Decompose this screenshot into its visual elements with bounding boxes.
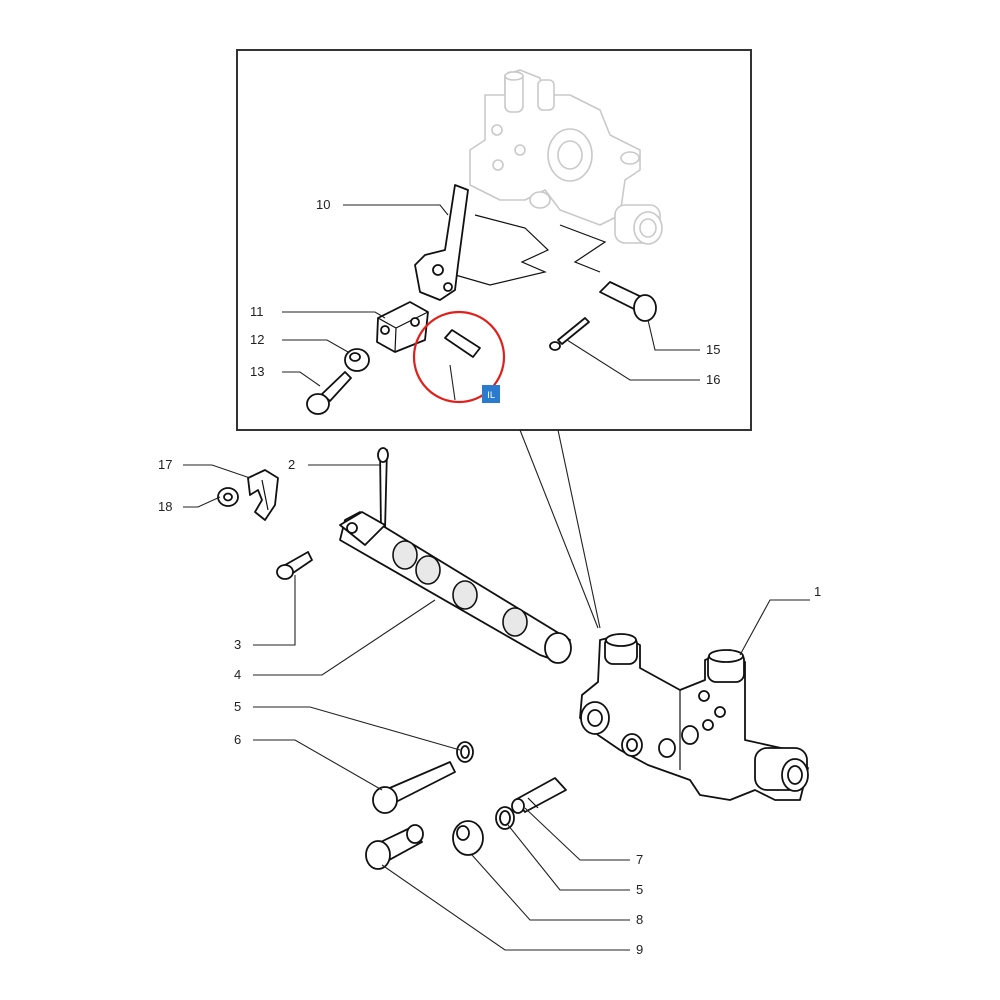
callout-1: 1 — [814, 584, 821, 599]
part-o-ring-5-lower — [495, 806, 515, 830]
callout-18: 18 — [158, 499, 172, 514]
part-o-ring-5-upper — [456, 741, 474, 763]
callout-12: 12 — [250, 332, 264, 347]
part-lever-10 — [414, 184, 469, 301]
callout-5-upper: 5 — [234, 699, 241, 714]
link-badge[interactable]: IL — [482, 385, 500, 403]
part-fork-11 — [376, 301, 429, 353]
callout-11: 11 — [250, 304, 264, 319]
part-bolt-6 — [372, 761, 456, 814]
callout-8: 8 — [636, 912, 643, 927]
callout-2: 2 — [288, 457, 295, 472]
callout-17: 17 — [158, 457, 172, 472]
callout-labels: 10 11 12 13 15 16 17 18 2 3 4 1 5 6 7 5 … — [158, 197, 821, 957]
callout-4: 4 — [234, 667, 241, 682]
link-badge-label: IL — [487, 391, 495, 401]
callout-3: 3 — [234, 637, 241, 652]
part-spool-4 — [339, 511, 572, 664]
callout-10: 10 — [316, 197, 330, 212]
part-split-pin-16 — [549, 317, 590, 351]
part-washer-18 — [217, 487, 239, 507]
part-bolt-15 — [599, 281, 657, 322]
callout-15: 15 — [706, 342, 720, 357]
leader-lines — [183, 204, 810, 951]
callout-16: 16 — [706, 372, 720, 387]
valve-body-ghost — [469, 69, 663, 245]
part-plunger-7 — [511, 777, 567, 814]
callout-13: 13 — [250, 364, 264, 379]
part-bracket-17 — [247, 469, 279, 521]
inset-gaskets — [444, 214, 607, 286]
callout-5-lower: 5 — [636, 882, 643, 897]
part-cap-nut-8 — [452, 820, 484, 856]
part-plug-9 — [365, 824, 424, 870]
callout-9: 9 — [636, 942, 643, 957]
part-nut-12 — [344, 348, 370, 372]
part-cotter-pin-2 — [377, 447, 389, 531]
part-bolt-13 — [306, 371, 352, 415]
part-bolt-3 — [276, 551, 313, 580]
highlight-circle — [412, 310, 506, 404]
part-pin-highlighted — [412, 310, 506, 404]
part-valve-body-1 — [579, 633, 809, 801]
callout-7: 7 — [636, 852, 643, 867]
callout-6: 6 — [234, 732, 241, 747]
